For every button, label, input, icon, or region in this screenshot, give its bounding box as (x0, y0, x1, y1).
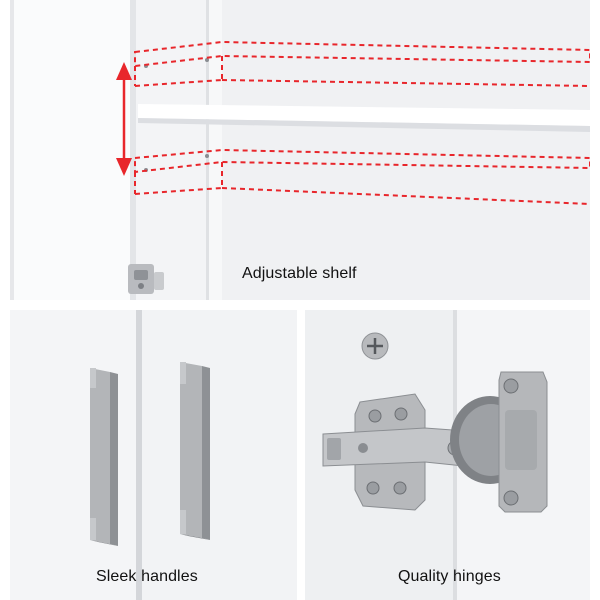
shelf-position-lower (134, 148, 590, 205)
caption-quality-hinges: Quality hinges (398, 568, 501, 585)
door-handle-right (180, 362, 210, 540)
double-arrow-vertical-icon (116, 62, 132, 176)
phillips-screw-icon (361, 332, 389, 360)
hinges-illustration (305, 310, 590, 600)
caption-sleek-handles: Sleek handles (96, 568, 198, 585)
hinge-door-cup (450, 371, 548, 513)
shelf-position-upper (134, 40, 590, 87)
shelf-illustration (10, 0, 590, 300)
handles-illustration (10, 310, 297, 600)
door-handle-left (90, 368, 118, 546)
quality-hinges-photo: Quality hinges (305, 310, 590, 600)
cabinet-hinge-small (128, 264, 164, 294)
caption-adjustable-shelf: Adjustable shelf (242, 265, 357, 282)
shelf-pin-hole (205, 154, 209, 158)
shelf-pin-hole (205, 58, 209, 62)
sleek-handles-photo: Sleek handles (10, 310, 297, 600)
adjustable-shelf-photo: Adjustable shelf (10, 0, 590, 300)
